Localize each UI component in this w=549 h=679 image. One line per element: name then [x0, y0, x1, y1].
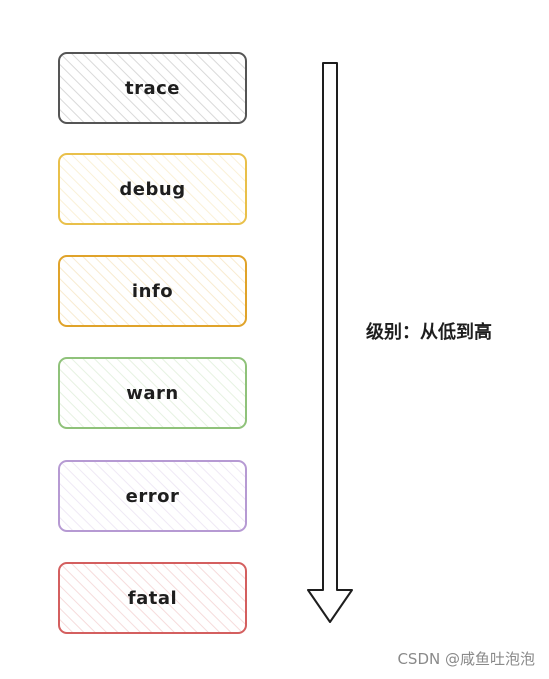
level-label-info: info	[131, 280, 174, 302]
level-label-trace: trace	[124, 77, 180, 99]
level-box-trace: trace	[58, 52, 247, 124]
watermark: CSDN @咸鱼吐泡泡	[397, 650, 535, 668]
hatch-pattern	[60, 257, 245, 325]
arrow-caption: 级别：从低到高	[366, 322, 492, 343]
level-box-error: error	[58, 460, 247, 532]
hatch-pattern	[60, 155, 245, 223]
level-label-warn: warn	[126, 382, 179, 404]
level-label-fatal: fatal	[127, 587, 178, 609]
level-label-error: error	[125, 485, 180, 507]
hatch-pattern	[60, 54, 245, 122]
level-label-debug: debug	[119, 178, 186, 200]
level-box-fatal: fatal	[58, 562, 247, 634]
hatch-pattern	[60, 462, 245, 530]
level-box-debug: debug	[58, 153, 247, 225]
down-arrow-icon	[307, 62, 353, 623]
level-box-info: info	[58, 255, 247, 327]
hatch-pattern	[60, 359, 245, 427]
hatch-pattern	[60, 564, 245, 632]
level-box-warn: warn	[58, 357, 247, 429]
